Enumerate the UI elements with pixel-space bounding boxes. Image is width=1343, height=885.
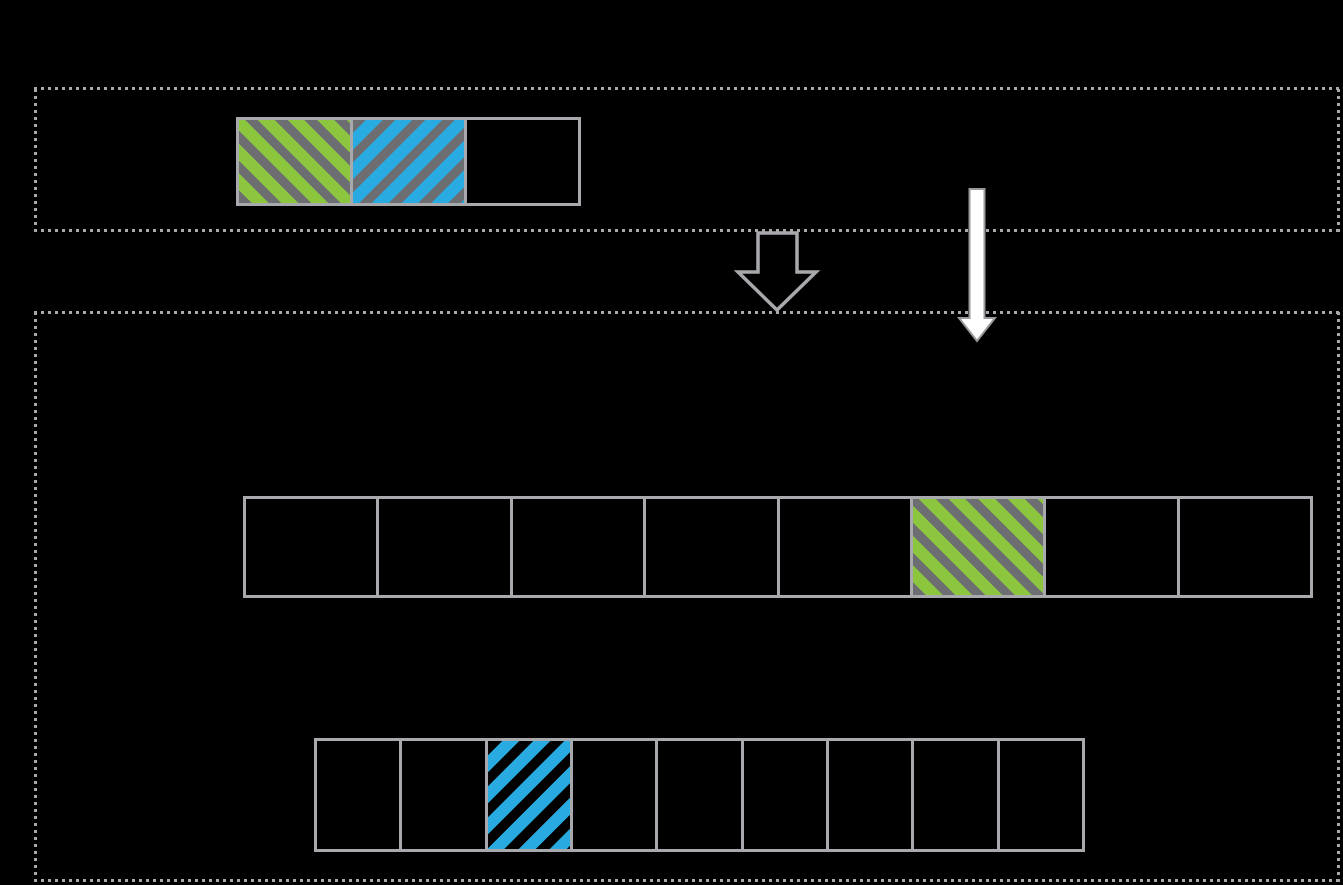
empty-cell bbox=[829, 741, 915, 849]
empty-cell bbox=[658, 741, 744, 849]
bottom-dashed-box bbox=[34, 311, 1340, 882]
green-hatched-cell bbox=[912, 499, 1047, 595]
green-hatched-cell bbox=[239, 120, 353, 203]
empty-cell bbox=[1046, 499, 1180, 595]
empty-cell bbox=[744, 741, 829, 849]
block-down-arrow-outline-icon bbox=[733, 231, 821, 313]
blue-hatched-cell bbox=[353, 120, 467, 203]
blueDark-hatched-cell bbox=[487, 741, 573, 849]
empty-cell bbox=[1180, 499, 1310, 595]
empty-cell bbox=[1000, 741, 1082, 849]
empty-cell bbox=[317, 741, 403, 849]
empty-cell bbox=[379, 499, 513, 595]
empty-cell bbox=[513, 499, 647, 595]
source-array bbox=[236, 117, 581, 206]
empty-cell bbox=[780, 499, 913, 595]
hash-table-b bbox=[314, 738, 1085, 852]
empty-cell bbox=[914, 741, 1000, 849]
hash-table-a bbox=[243, 496, 1313, 598]
empty-cell bbox=[467, 120, 578, 203]
empty-cell bbox=[646, 499, 780, 595]
empty-cell bbox=[402, 741, 488, 849]
empty-cell bbox=[246, 499, 380, 595]
empty-cell bbox=[573, 741, 659, 849]
top-dashed-box bbox=[34, 87, 1340, 232]
